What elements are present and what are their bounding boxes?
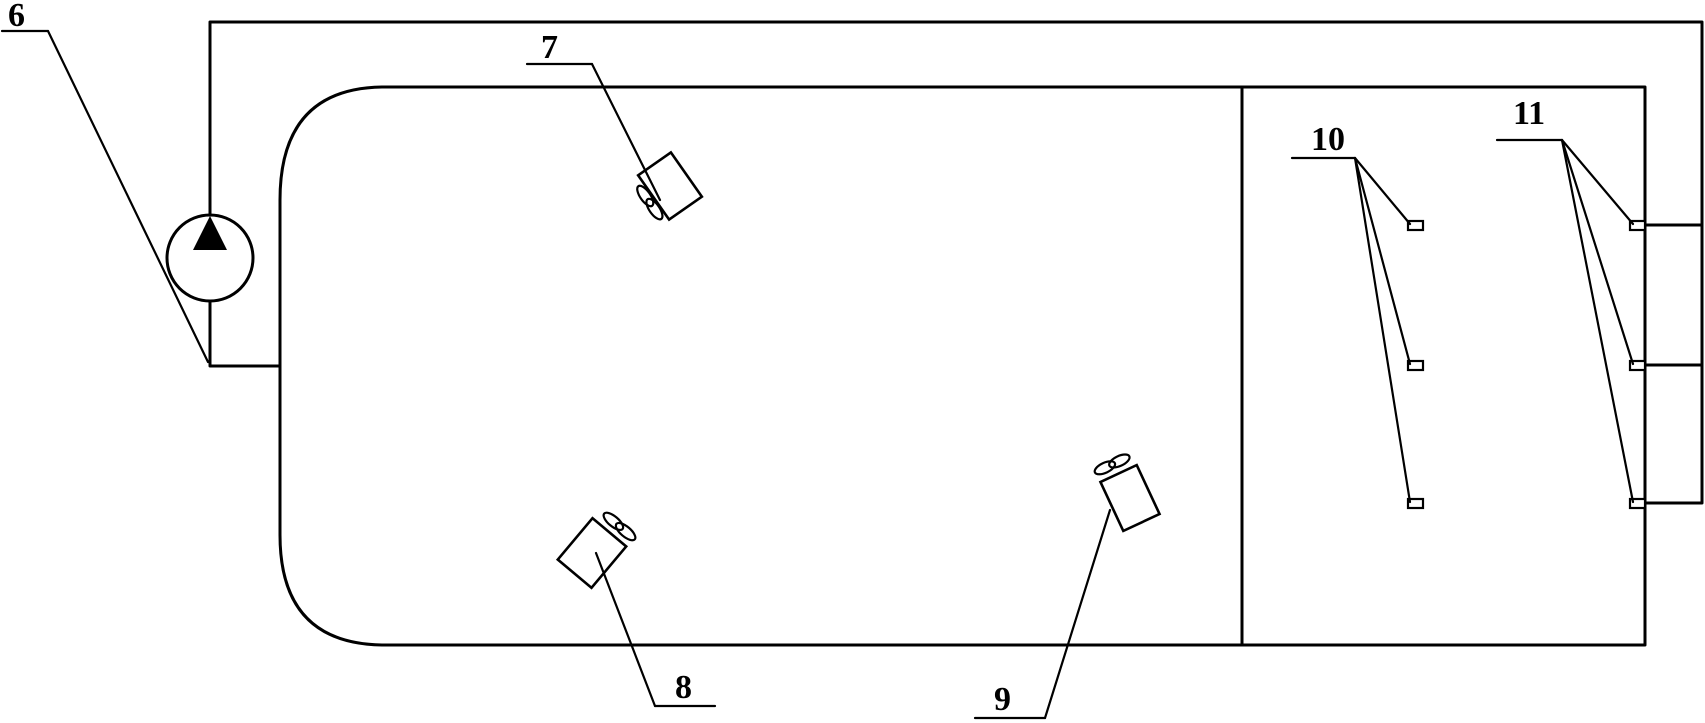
leader-10 [1290,156,1412,504]
label-10: 10 [1311,121,1345,158]
leader-6-line [46,29,210,364]
device-7 [636,150,704,222]
propeller-blade-icon [614,521,637,542]
nozzle-11-bottom [1628,497,1647,510]
leader-10-line-top [1353,156,1412,226]
label-7: 7 [541,29,558,66]
leader-11-line-top [1560,138,1635,226]
leader-11-line-bottom [1560,138,1635,504]
pump-triangle-icon [193,216,227,250]
device-9 [1093,453,1162,533]
label-9: 9 [994,681,1011,718]
pump [165,213,255,303]
device-8 [555,511,637,590]
pump-circle [165,213,255,303]
nozzle-11-mid [1628,359,1647,372]
leader-7-line [590,62,662,202]
leader-9-line [1043,508,1112,720]
fan-box-icon [1098,463,1162,533]
leader-6 [0,29,210,364]
leader-11-line-mid [1560,138,1635,366]
leader-10-line-bottom [1353,156,1412,504]
nozzle-10-mid [1406,359,1425,372]
fan-box-icon [636,150,704,222]
label-6: 6 [8,0,25,34]
leader-7 [525,62,662,202]
propeller-icon [602,511,625,532]
label-11: 11 [1513,95,1545,132]
propeller-blade-icon [1108,453,1131,469]
propeller-icon [1093,460,1117,476]
nozzle-11-top [1628,219,1647,232]
nozzle-10-bottom [1406,497,1425,510]
leader-8-line [594,551,657,708]
label-8: 8 [675,669,692,706]
leader-9 [973,508,1112,720]
leader-10-line-mid [1353,156,1412,366]
tank-outline [278,85,1647,647]
fan-box-icon [555,516,629,590]
nozzle-10-top [1406,219,1425,232]
leader-11 [1495,138,1635,504]
propeller-icon [645,197,664,221]
leader-8 [594,551,717,708]
propeller-blade-icon [636,184,655,208]
return-pipe [208,20,1704,505]
